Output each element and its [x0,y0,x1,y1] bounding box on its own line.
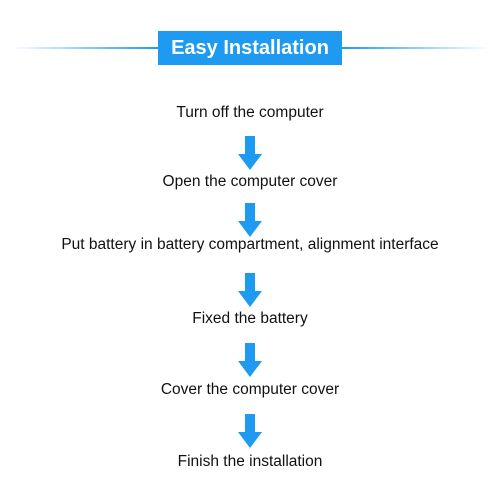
arrow-down-icon [238,414,262,448]
header-title: Easy Installation [158,31,342,65]
step-5: Cover the computer cover [160,381,340,398]
step-2: Open the computer cover [162,173,338,190]
arrow-down-icon [238,273,262,307]
header-divider-right [342,47,490,49]
header-divider-left [10,47,158,49]
step-6: Finish the installation [177,453,323,470]
arrow-down-icon [238,343,262,377]
arrow-down-icon [238,203,262,237]
arrow-down-icon [238,136,262,170]
step-3: Put battery in battery compartment, alig… [61,236,439,253]
step-1: Turn off the computer [176,104,324,121]
step-4: Fixed the battery [192,310,308,327]
